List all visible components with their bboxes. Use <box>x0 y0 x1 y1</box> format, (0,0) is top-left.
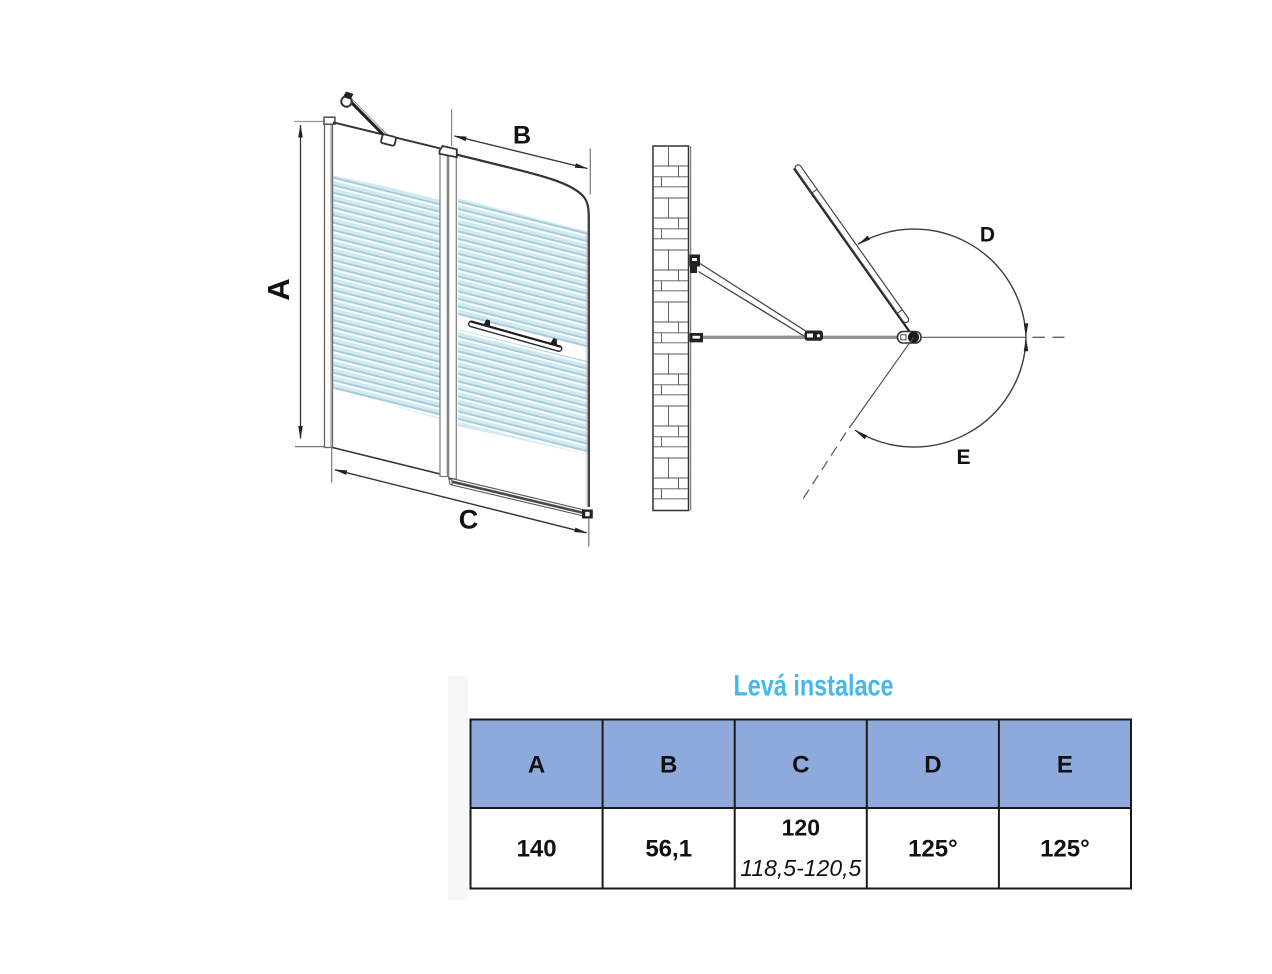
svg-text:125°: 125° <box>908 836 958 863</box>
svg-text:118,5-120,5: 118,5-120,5 <box>740 855 861 881</box>
svg-text:D: D <box>980 224 995 247</box>
svg-text:120: 120 <box>782 815 820 841</box>
svg-text:Levá instalace: Levá instalace <box>734 669 894 702</box>
svg-text:C: C <box>792 752 809 779</box>
svg-text:B: B <box>660 752 677 779</box>
svg-text:B: B <box>513 122 531 150</box>
svg-text:D: D <box>924 752 941 779</box>
svg-text:E: E <box>956 446 970 469</box>
svg-text:125°: 125° <box>1040 836 1090 863</box>
svg-text:140: 140 <box>517 836 557 863</box>
svg-text:56,1: 56,1 <box>645 836 692 863</box>
svg-text:A: A <box>261 278 296 300</box>
svg-text:C: C <box>459 505 479 535</box>
svg-text:E: E <box>1057 752 1073 779</box>
svg-text:A: A <box>528 752 545 779</box>
